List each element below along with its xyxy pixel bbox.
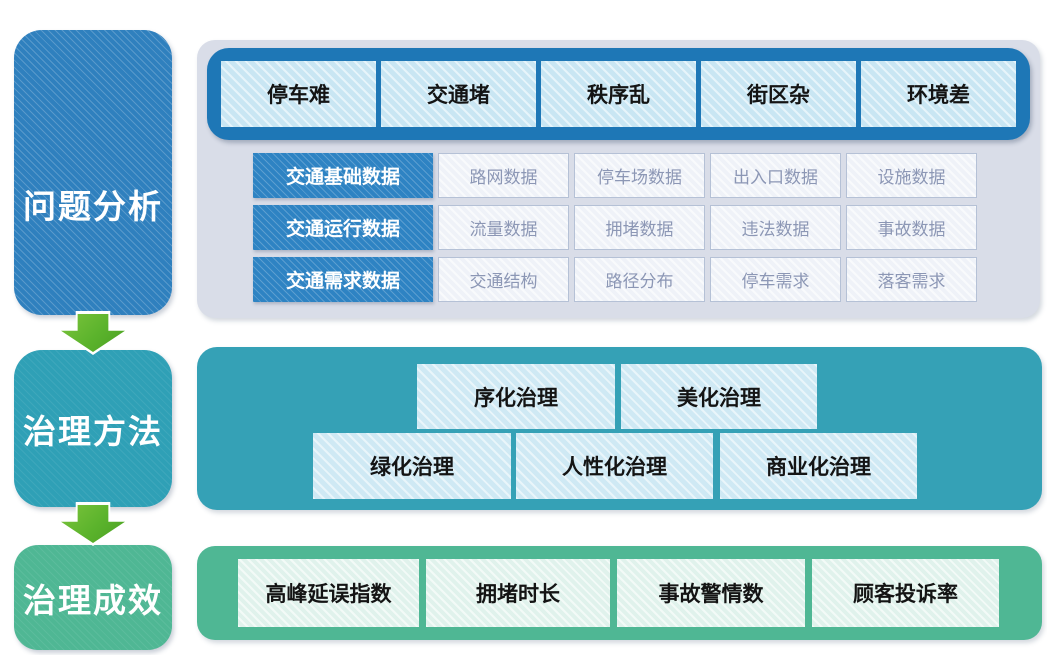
method-box-humanization: 人性化治理 (516, 433, 713, 499)
data-row-operation: 交通运行数据 流量数据 拥堵数据 违法数据 事故数据 (253, 205, 977, 250)
stage-block-governance-methods: 治理方法 (14, 350, 172, 507)
problems-banner: 停车难 交通堵 秩序乱 街区杂 环境差 (207, 48, 1030, 140)
problem-box-clutter: 街区杂 (701, 61, 856, 127)
method-box-commercialization: 商业化治理 (720, 433, 917, 499)
panel-governance-methods: 序化治理 美化治理 绿化治理 人性化治理 商业化治理 (197, 347, 1042, 510)
stage-block-problem-analysis: 问题分析 (14, 30, 172, 315)
data-cell-violation: 违法数据 (710, 205, 841, 250)
problem-box-congestion: 交通堵 (381, 61, 536, 127)
data-cell-parking-demand: 停车需求 (710, 257, 841, 302)
method-box-greening: 绿化治理 (313, 433, 511, 499)
stage-label-governance-methods: 治理方法 (23, 412, 163, 450)
stage-label-problem-analysis: 问题分析 (23, 187, 163, 225)
down-arrow-fill (61, 314, 125, 352)
data-cell-dropoff-demand: 落客需求 (846, 257, 977, 302)
panel-problem-analysis: 停车难 交通堵 秩序乱 街区杂 环境差 交通基础数据 路网数据 停车场数据 出入… (197, 40, 1040, 318)
problem-box-parking: 停车难 (221, 61, 376, 127)
data-cell-facility: 设施数据 (846, 153, 977, 198)
data-row-basic: 交通基础数据 路网数据 停车场数据 出入口数据 设施数据 (253, 153, 977, 198)
data-cell-road-network: 路网数据 (438, 153, 569, 198)
method-box-beautification: 美化治理 (621, 364, 817, 429)
down-arrow-icon (57, 311, 129, 355)
method-box-ordering: 序化治理 (417, 364, 615, 429)
data-cell-traffic-structure: 交通结构 (438, 257, 569, 302)
result-box-congestion-duration: 拥堵时长 (426, 559, 610, 627)
result-box-accident-alarm-count: 事故警情数 (617, 559, 805, 627)
data-cell-parking-lot: 停车场数据 (574, 153, 705, 198)
data-row-demand: 交通需求数据 交通结构 路径分布 停车需求 落客需求 (253, 257, 977, 302)
row-header-basic-data: 交通基础数据 (253, 153, 433, 198)
data-cell-flow: 流量数据 (438, 205, 569, 250)
row-header-demand-data: 交通需求数据 (253, 257, 433, 302)
row-header-operation-data: 交通运行数据 (253, 205, 433, 250)
stage-label-governance-results: 治理成效 (23, 581, 163, 619)
result-box-customer-complaint-rate: 顾客投诉率 (812, 559, 999, 627)
data-cell-entrance-exit: 出入口数据 (710, 153, 841, 198)
problem-box-disorder: 秩序乱 (541, 61, 696, 127)
problem-box-environment: 环境差 (861, 61, 1016, 127)
data-cell-accident: 事故数据 (846, 205, 977, 250)
result-box-peak-delay-index: 高峰延误指数 (238, 559, 419, 627)
stage-block-governance-results: 治理成效 (14, 545, 172, 650)
down-arrow-icon (57, 502, 129, 546)
data-cell-route-distribution: 路径分布 (574, 257, 705, 302)
down-arrow-fill (61, 505, 125, 543)
data-cell-congestion: 拥堵数据 (574, 205, 705, 250)
panel-governance-results: 高峰延误指数 拥堵时长 事故警情数 顾客投诉率 (197, 546, 1042, 640)
